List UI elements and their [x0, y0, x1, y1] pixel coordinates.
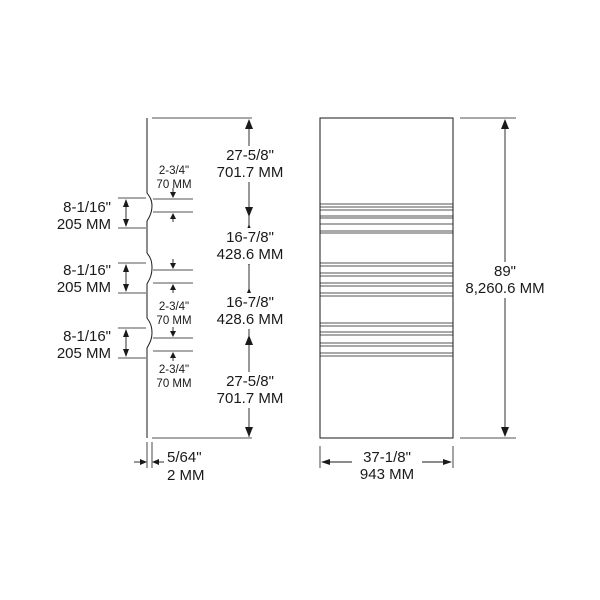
- groove-3-width-mm: 205 MM: [57, 345, 111, 362]
- groove-band-2: [320, 262, 453, 297]
- segment-2-inch: 16-7/8": [226, 229, 274, 246]
- thickness-inch: 5/64": [167, 449, 202, 466]
- groove-1-width-mm: 205 MM: [57, 216, 111, 233]
- groove-width-dim-1: [118, 197, 146, 229]
- groove-3-width-inch: 8-1/16": [63, 328, 111, 345]
- arrow-down-1: [245, 207, 253, 217]
- segment-3-mm: 428.6 MM: [217, 311, 284, 328]
- groove-spacing-dim-1: [153, 188, 193, 222]
- width-inch: 37-1/8": [363, 449, 411, 466]
- front-view: 89" 8,260.6 MM 37-1/8" 943 MM: [319, 117, 552, 483]
- groove-1-spacing-inch: 2-3/4": [159, 165, 189, 177]
- height-inch: 89": [494, 263, 516, 280]
- groove-2-spacing-mm: 70 MM: [156, 315, 191, 327]
- thickness-mm: 2 MM: [167, 467, 205, 484]
- groove-2-width-mm: 205 MM: [57, 279, 111, 296]
- panel-profile-edge: [146, 118, 153, 438]
- side-profile: 27-5/8" 701.7 MM 16-7/8" 428.6 MM 16-7/8…: [57, 117, 290, 484]
- width-mm: 943 MM: [360, 466, 414, 483]
- arrow-up-4: [245, 335, 253, 345]
- panel-front-outline: [319, 117, 454, 439]
- segment-4-mm: 701.7 MM: [217, 390, 284, 407]
- groove-spacing-dim-3: [153, 327, 193, 361]
- groove-2-spacing-inch: 2-3/4": [159, 301, 189, 313]
- segment-4-inch: 27-5/8": [226, 373, 274, 390]
- arrow-up-top: [245, 119, 253, 129]
- groove-1-spacing-mm: 70 MM: [156, 179, 191, 191]
- groove-3-spacing-inch: 2-3/4": [159, 364, 189, 376]
- height-mm: 8,260.6 MM: [465, 280, 544, 297]
- groove-spacing-dim-2: [153, 259, 193, 293]
- groove-1-width-inch: 8-1/16": [63, 199, 111, 216]
- groove-3-spacing-mm: 70 MM: [156, 378, 191, 390]
- arrow-down-bottom: [245, 427, 253, 437]
- segment-1-mm: 701.7 MM: [217, 164, 284, 181]
- groove-width-dim-3: [118, 327, 146, 359]
- segment-3-inch: 16-7/8": [226, 294, 274, 311]
- groove-width-dim-2: [118, 262, 146, 294]
- segment-1-inch: 27-5/8": [226, 147, 274, 164]
- groove-2-width-inch: 8-1/16": [63, 262, 111, 279]
- segment-2-mm: 428.6 MM: [217, 246, 284, 263]
- groove-band-3: [320, 322, 453, 357]
- groove-band-1: [320, 203, 453, 234]
- thickness-dim: [134, 442, 164, 468]
